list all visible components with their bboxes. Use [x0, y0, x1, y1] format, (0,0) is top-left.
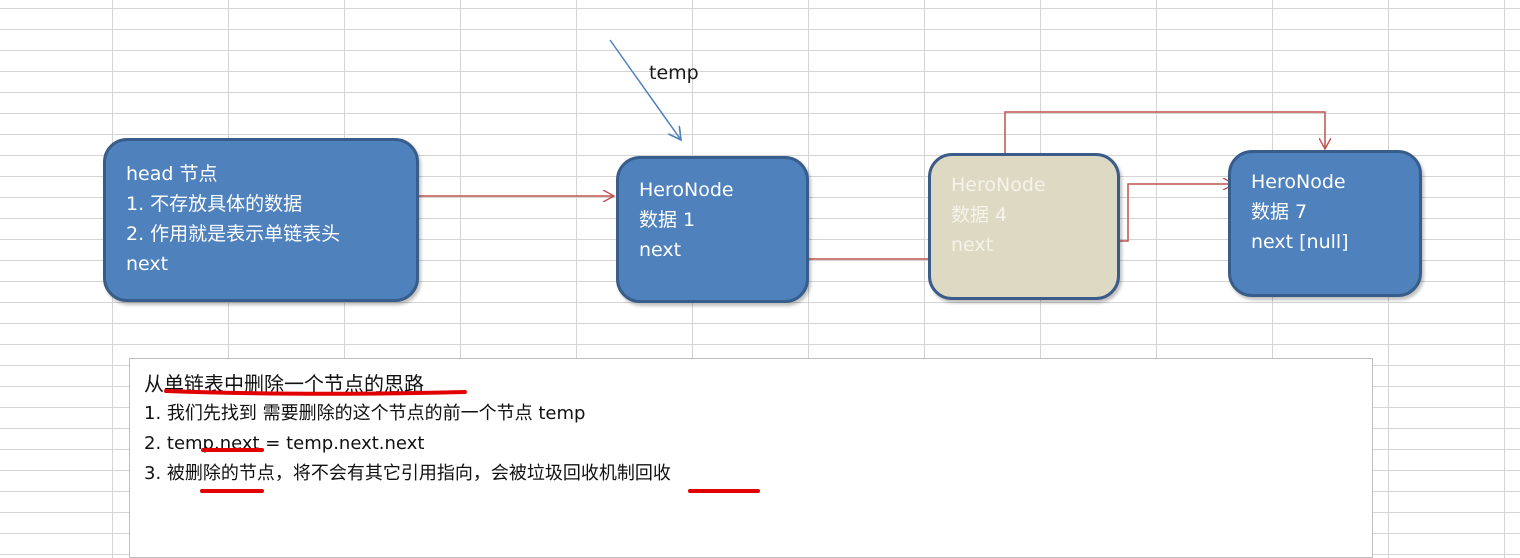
notes-title: 从单链表中删除一个节点的思路 [144, 372, 424, 396]
hero-node-4-deleted: HeroNode 数据 4 next [928, 153, 1120, 300]
head-node-title: head 节点 [126, 163, 218, 185]
head-node: head 节点 1. 不存放具体的数据 2. 作用就是表示单链表头 next [103, 138, 419, 302]
hero-node-1-type: HeroNode [639, 179, 734, 201]
hero-node-4-data: 数据 4 [951, 204, 1008, 226]
hero-node-4-next: next [951, 234, 994, 256]
notes-box: 从单链表中删除一个节点的思路 1. 我们先找到 需要删除的这个节点的前一个节点 … [129, 358, 1373, 558]
head-node-next: next [126, 253, 169, 275]
temp-pointer-label: temp [649, 62, 699, 84]
head-node-note-1: 1. 不存放具体的数据 [126, 193, 303, 215]
notes-step-1: 1. 我们先找到 需要删除的这个节点的前一个节点 temp [144, 403, 586, 424]
head-node-note-2: 2. 作用就是表示单链表头 [126, 223, 341, 245]
hero-node-1-next: next [639, 239, 682, 261]
notes-step-3: 3. 被删除的节点，将不会有其它引用指向，会被垃圾回收机制回收 [144, 463, 671, 484]
notes-step-2: 2. temp.next = temp.next.next [144, 433, 425, 454]
hero-node-7: HeroNode 数据 7 next [null] [1228, 150, 1422, 297]
hero-node-4-type: HeroNode [951, 174, 1046, 196]
hero-node-7-next: next [null] [1251, 231, 1349, 253]
hero-node-7-data: 数据 7 [1251, 201, 1308, 223]
hero-node-7-type: HeroNode [1251, 171, 1346, 193]
hero-node-1: HeroNode 数据 1 next [616, 156, 809, 303]
hero-node-1-data: 数据 1 [639, 209, 696, 231]
temp-pointer-arrow [609, 39, 681, 140]
